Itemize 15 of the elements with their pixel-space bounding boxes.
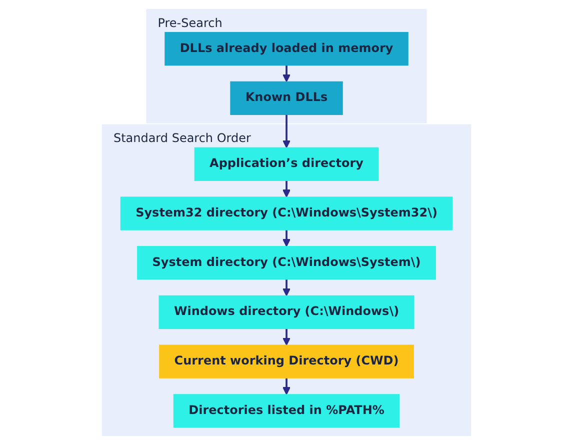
arrow [282,230,291,247]
node-box: System32 directory (C:\Windows\System32\) [120,196,453,230]
arrow [282,65,291,82]
node-box: Windows directory (C:\Windows\) [158,295,414,330]
node-box: Known DLLs [230,81,343,116]
arrow [282,378,291,395]
node-box: System directory (C:\Windows\System\) [137,246,436,280]
arrow [282,114,291,148]
node-box: Application’s directory [194,147,379,181]
arrow [282,180,291,198]
node-box: Current working Directory (CWD) [159,344,414,378]
arrow [282,328,291,346]
node-box: Directories listed in %PATH% [173,394,400,428]
arrow [282,279,291,296]
node-box: DLLs already loaded in memory [164,32,408,66]
